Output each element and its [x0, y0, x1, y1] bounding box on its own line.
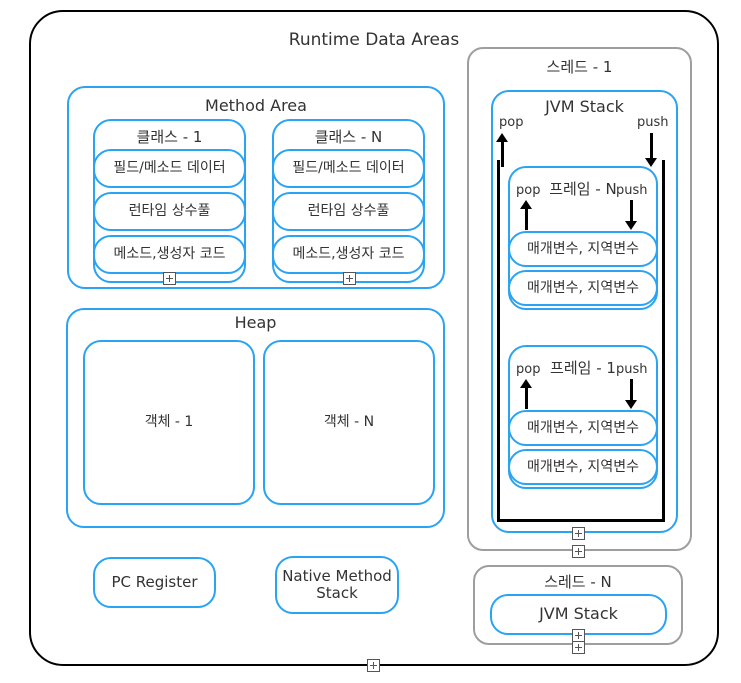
- thread-n-jvm-stack-box: JVM Stack: [490, 594, 667, 635]
- thread-1-stack-push-label: push: [637, 115, 669, 130]
- frame-n-slot-0: 매개변수, 지역변수: [508, 231, 658, 267]
- stack-rail-right: [662, 160, 665, 522]
- thread-1-jvm-stack-title: JVM Stack: [545, 97, 624, 116]
- heap-object-n-label: 객체 - N: [323, 414, 375, 431]
- pc-register-label: PC Register: [111, 572, 198, 591]
- collapse-marker-thread-1-stack[interactable]: [572, 527, 585, 540]
- frame-n-push-label: push: [616, 183, 648, 198]
- stack-rail-left: [497, 160, 500, 522]
- class-item-1-1: 런타임 상수풀: [93, 192, 246, 231]
- frame-title-1: 프레임 - 1: [550, 359, 616, 377]
- heap-object-n: 객체 - N: [263, 340, 435, 505]
- collapse-marker-thread-1[interactable]: [572, 545, 585, 558]
- class-item-1-0: 필드/메소드 데이터: [93, 149, 246, 188]
- frame-n-pop-label: pop: [516, 183, 541, 198]
- collapse-marker-thread-n[interactable]: [572, 641, 585, 654]
- heap-title: Heap: [234, 313, 277, 332]
- class-item-n-1: 런타임 상수풀: [272, 192, 425, 231]
- native-method-stack-line2: Stack: [316, 584, 358, 602]
- class-item-n-0: 필드/메소드 데이터: [272, 149, 425, 188]
- thread-1-stack-pop-label: pop: [499, 115, 524, 130]
- frame-1-push-arrow: [624, 379, 638, 409]
- class-title-1: 클래스 - 1: [136, 128, 203, 146]
- frame-1-pop-arrow: [519, 379, 533, 409]
- native-method-stack-line1: Native Method: [282, 566, 392, 585]
- frame-1-slot-0: 매개변수, 지역변수: [508, 410, 658, 446]
- frame-1-push-label: push: [616, 362, 648, 377]
- class-title-n: 클래스 - N: [314, 128, 383, 146]
- pc-register-box: PC Register: [93, 557, 216, 608]
- frame-title-n: 프레임 - N: [549, 180, 617, 198]
- frame-1-slot-1: 매개변수, 지역변수: [508, 449, 658, 485]
- diagram-title: Runtime Data Areas: [288, 30, 460, 50]
- collapse-marker-class-1[interactable]: [163, 272, 176, 285]
- class-item-1-2: 메소드,생성자 코드: [93, 235, 246, 274]
- class-item-n-2: 메소드,생성자 코드: [272, 235, 425, 274]
- method-area-title: Method Area: [205, 96, 307, 115]
- collapse-marker-runtime-data-areas[interactable]: [367, 659, 380, 672]
- class-item-n-0-label: 필드/메소드 데이터: [292, 160, 405, 177]
- class-item-1-1-label: 런타임 상수풀: [128, 203, 211, 220]
- frame-1-slot-0-label: 매개변수, 지역변수: [527, 419, 639, 436]
- stack-rail-bottom: [497, 519, 664, 522]
- class-item-n-1-label: 런타임 상수풀: [307, 203, 390, 220]
- class-item-n-2-label: 메소드,생성자 코드: [292, 246, 405, 263]
- thread-1-stack-pop-arrow: [495, 133, 509, 167]
- native-method-stack-box: Native Method Stack: [275, 556, 399, 614]
- thread-1-title: 스레드 - 1: [546, 58, 613, 76]
- frame-1-slot-1-label: 매개변수, 지역변수: [527, 458, 639, 475]
- thread-n-title: 스레드 - N: [544, 573, 612, 591]
- frame-n-pop-arrow: [519, 200, 533, 230]
- frame-n-slot-0-label: 매개변수, 지역변수: [527, 240, 639, 257]
- native-method-stack-label: Native Method Stack: [277, 558, 397, 612]
- heap-object-1: 객체 - 1: [83, 340, 255, 505]
- thread-1-stack-push-arrow: [644, 133, 658, 167]
- thread-n-jvm-stack-title: JVM Stack: [539, 604, 618, 624]
- frame-n-slot-1: 매개변수, 지역변수: [508, 270, 658, 306]
- heap-object-1-label: 객체 - 1: [144, 414, 194, 431]
- frame-1-pop-label: pop: [516, 362, 541, 377]
- frame-n-slot-1-label: 매개변수, 지역변수: [527, 279, 639, 296]
- class-item-1-0-label: 필드/메소드 데이터: [113, 160, 226, 177]
- frame-n-push-arrow: [624, 200, 638, 230]
- class-item-1-2-label: 메소드,생성자 코드: [113, 246, 226, 263]
- collapse-marker-class-n[interactable]: [343, 272, 356, 285]
